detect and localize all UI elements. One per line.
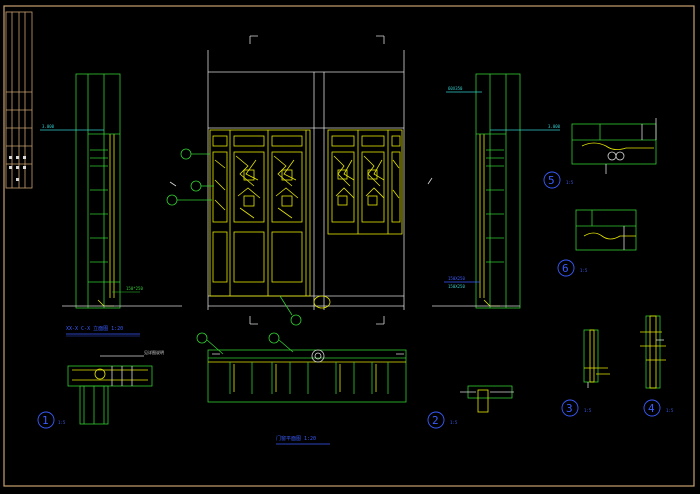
detail-marker-3-scale: 1:5 — [584, 408, 592, 413]
detail-marker-2-scale: 1:5 — [450, 420, 458, 425]
detail-marker-5-number: 5 — [548, 174, 555, 187]
title-block — [5, 11, 33, 189]
detail-marker-6-number: 6 — [562, 262, 569, 275]
detail-marker-6[interactable]: 6 1:5 — [557, 259, 588, 277]
detail-4-drawing — [640, 315, 666, 389]
detail-1-note: 见详图说明 — [144, 349, 164, 355]
detail-marker-5-scale: 1:5 — [566, 180, 574, 185]
title-block-marks — [9, 156, 26, 181]
left-section-view — [40, 73, 182, 309]
plan-title: 门窗平面图 1:20 — [276, 435, 316, 442]
left-door-leaves — [209, 129, 311, 297]
plan-view — [196, 332, 407, 403]
detail-marker-6-scale: 1:5 — [580, 268, 588, 273]
detail-marker-4-number: 4 — [648, 402, 655, 415]
detail-marker-4-scale: 1:5 — [666, 408, 674, 413]
left-size-bottom-text: 150*250 — [126, 286, 143, 291]
detail-2-drawing — [460, 385, 514, 413]
detail-marker-4[interactable]: 4 1:5 — [643, 399, 674, 417]
right-size-bottom-text-2: 150X250 — [448, 284, 465, 289]
drawing-frame — [3, 5, 695, 487]
right-section-view — [432, 73, 560, 309]
right-size-top-text: 60X350 — [448, 86, 463, 91]
detail-marker-1-scale: 1:5 — [58, 420, 66, 425]
detail-marker-1-number: 1 — [42, 414, 49, 427]
detail-5-drawing — [571, 118, 657, 174]
elevation-title: XX-X C-X 立面图 1:20 — [66, 325, 123, 332]
detail-marker-3[interactable]: 3 1:5 — [561, 399, 592, 417]
right-size-bottom-text-1: 150X250 — [448, 276, 465, 281]
right-door-leaves — [327, 129, 403, 235]
left-dimension-text: 3.000 — [42, 124, 55, 129]
right-dimension-text: 3.000 — [548, 124, 561, 129]
detail-marker-5[interactable]: 5 1:5 — [543, 171, 574, 189]
detail-marker-2[interactable]: 2 1:5 — [427, 411, 458, 429]
detail-6-drawing — [575, 209, 637, 251]
detail-marker-1[interactable]: 1 1:5 — [37, 411, 66, 429]
detail-3-drawing — [583, 329, 610, 388]
detail-marker-3-number: 3 — [566, 402, 573, 415]
elevation-callouts — [166, 148, 433, 326]
detail-marker-2-number: 2 — [432, 414, 439, 427]
detail-1-drawing — [67, 355, 153, 425]
